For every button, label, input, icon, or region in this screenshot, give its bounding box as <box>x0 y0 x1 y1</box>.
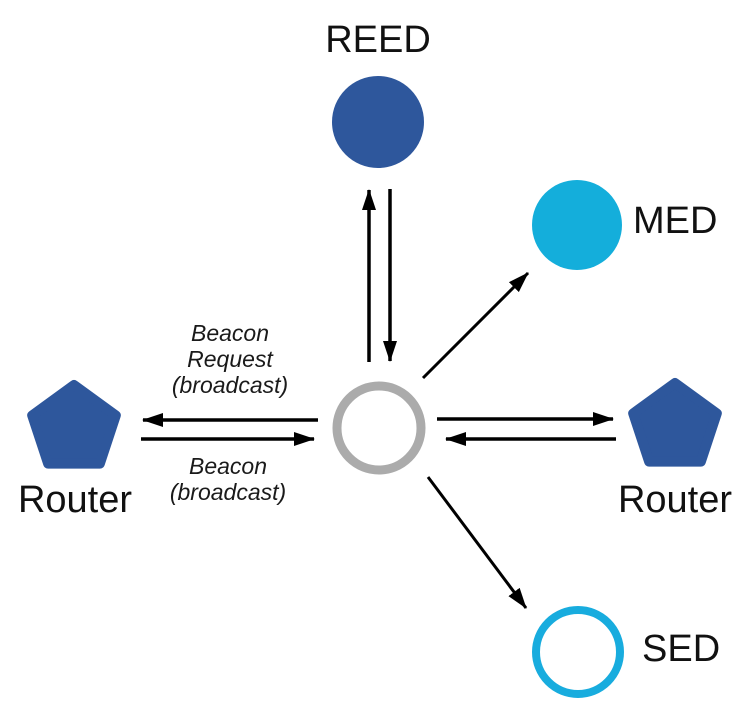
beacon-request-label: Beacon Request (broadcast) <box>130 320 330 398</box>
router-right-node <box>628 378 722 467</box>
router-left-node <box>27 380 121 469</box>
med-node <box>532 180 622 270</box>
router-left-label: Router <box>17 479 133 521</box>
beacon-request-line3: (broadcast) <box>171 372 289 398</box>
beacon-request-line2: Request <box>187 346 273 372</box>
joiner-node <box>332 381 426 475</box>
beacon-line2: (broadcast) <box>169 479 287 505</box>
sed-node <box>532 606 624 698</box>
beacon-request-line1: Beacon <box>190 320 269 346</box>
beacon-line1: Beacon <box>188 453 267 479</box>
beacon-label: Beacon (broadcast) <box>128 453 328 505</box>
reed-node <box>332 76 424 168</box>
arrow-joiner-to-med <box>421 271 530 380</box>
reed-label: REED <box>325 19 431 61</box>
router-right-label: Router <box>617 479 733 521</box>
sed-label: SED <box>642 628 721 670</box>
arrow-joiner-to-sed <box>426 476 528 609</box>
med-label: MED <box>633 200 718 242</box>
